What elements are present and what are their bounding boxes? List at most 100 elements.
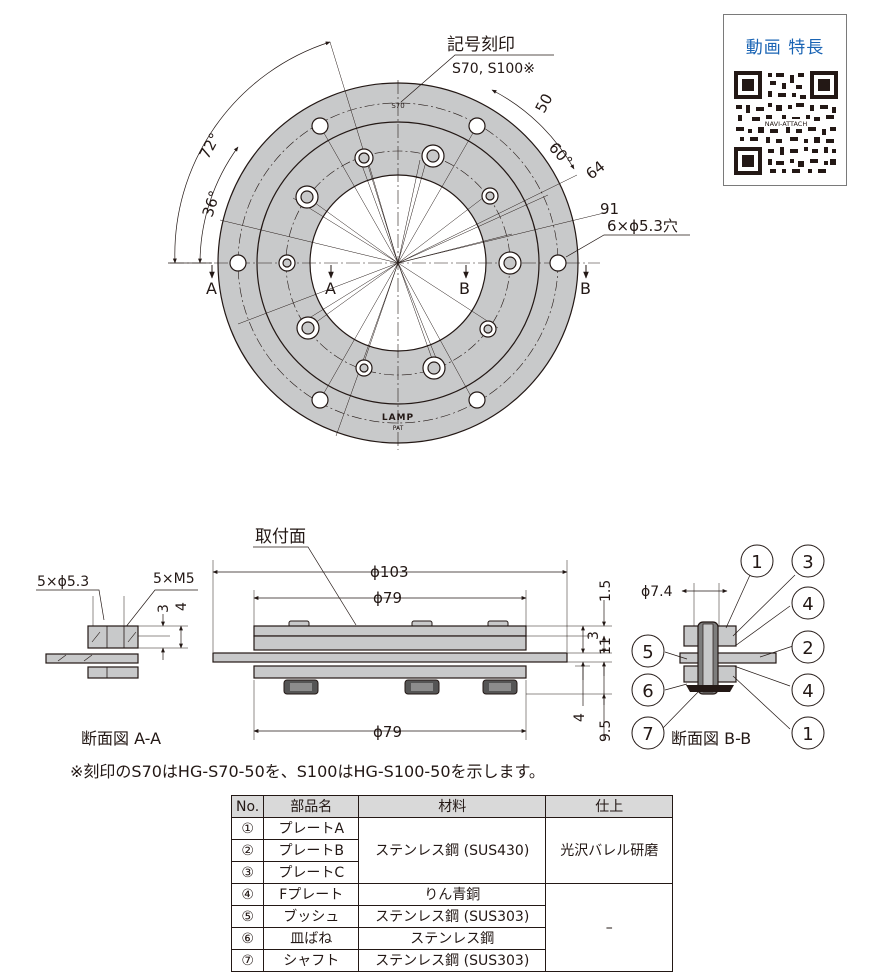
pat-mark: PAT [393, 425, 404, 432]
outer-hole [311, 117, 329, 135]
qr-caption: NAVI-ATTACH [765, 120, 808, 128]
holes-leader [565, 234, 690, 258]
qr-title: 動画 特長 [745, 38, 825, 58]
row-no: ⑥ [230, 927, 265, 950]
middle-plate [212, 652, 568, 663]
callout-1-bottom: 1 [802, 724, 813, 745]
row-name: 皿ばね [263, 927, 360, 950]
row-material: りん青銅 [358, 883, 547, 906]
counterbore-hole [498, 251, 522, 275]
row-material: ステンレス鋼 (SUS303) [358, 905, 547, 928]
bb-leaders [662, 574, 796, 730]
engraving-note: ※刻印のS70はHG-S70-50を、S100はHG-S100-50を示します。 [70, 762, 545, 781]
callout-4-lower: 4 [802, 681, 813, 702]
table-row: ⑦ シャフト ステンレス鋼 (SUS303) [230, 949, 673, 972]
section-a-inner: A [325, 279, 336, 298]
dim-9-5: 9.5 [598, 720, 614, 742]
callout-6: 6 [642, 681, 653, 702]
row-material: ステンレス鋼 (SUS303) [358, 949, 547, 972]
counterbore-hole [479, 320, 497, 338]
angle-72-label: 72° [196, 130, 224, 162]
dim-50: 50 [532, 91, 557, 116]
counterbore-hole [354, 148, 374, 168]
counterbore-hole [481, 187, 499, 205]
row-name: Fプレート [263, 883, 360, 906]
callout-circles [631, 544, 825, 750]
aa-dim-3: 3 [156, 604, 172, 613]
outer-hole [229, 254, 247, 272]
angle-36-arc [198, 146, 239, 264]
outer-hole [468, 391, 486, 409]
engrave-label: 記号刻印 [447, 35, 515, 55]
row-material: ステンレス鋼 [358, 927, 547, 950]
dim-64: 64 [582, 157, 608, 183]
aa-holes-label: 5×ϕ5.3 [37, 574, 89, 590]
section-a-left: A [206, 279, 217, 298]
callout-3: 3 [802, 552, 813, 573]
bb-dia-label: ϕ7.4 [641, 584, 673, 600]
callout-2: 2 [802, 638, 813, 659]
dim-91: 91 [600, 200, 619, 218]
callout-5: 5 [642, 642, 653, 663]
row-no: ④ [230, 883, 265, 906]
engrave-leader [400, 54, 554, 103]
bottom-nuts [283, 679, 518, 695]
dia-79-bottom-label: ϕ79 [373, 723, 402, 741]
bb-caption: 断面図 B-B [671, 729, 751, 748]
section-b-inner: B [459, 279, 470, 298]
top-plate [253, 625, 527, 637]
row-name: ブッシュ [263, 905, 360, 928]
table-row: ④ Fプレート りん青銅 – [230, 883, 674, 972]
lamp-logo: LAMP [382, 413, 414, 423]
row-finish: – [545, 883, 674, 972]
header-finish: 仕上 [545, 795, 674, 818]
row-no: ⑦ [230, 949, 265, 972]
outer-hole [468, 117, 486, 135]
row-name: プレートC [263, 861, 360, 884]
section-aa: 5×ϕ5.3 5×M5 3 4 断面図 A-A [36, 571, 198, 748]
dim-1-5: 1.5 [598, 580, 614, 602]
table-row: ① プレートA ステンレス鋼 (SUS430) 光沢バレル研磨 [230, 817, 674, 884]
parts-table: No. 部品名 材料 仕上 ① プレートA ステンレス鋼 (SUS430) 光沢… [230, 795, 674, 972]
dim-4: 4 [572, 713, 588, 722]
video-feature-qr-panel[interactable]: 動画 特長 NAVI-ATTACH [723, 14, 847, 186]
callout-1-top: 1 [751, 552, 762, 573]
row-name: プレートB [263, 839, 360, 862]
table-row: ② プレートB [230, 839, 673, 862]
bottom-plate [253, 665, 527, 679]
table-row: ⑥ 皿ばね ステンレス鋼 [230, 927, 673, 950]
section-bb: ϕ7.4 1 [631, 544, 825, 750]
dia-79-top-label: ϕ79 [373, 589, 402, 607]
angle-72-arc [172, 41, 331, 264]
row-no: ② [230, 839, 265, 862]
row-name: プレートA [263, 817, 360, 840]
row-no: ① [230, 817, 265, 840]
mount-face-label: 取付面 [255, 527, 306, 547]
header-material: 材料 [358, 795, 547, 818]
aa-taps-label: 5×M5 [153, 571, 195, 587]
dim-11: 11 [598, 637, 614, 655]
section-b-right: B [580, 279, 591, 298]
aa-dim-4: 4 [174, 602, 190, 611]
outer-hole [549, 254, 567, 272]
callout-4-upper: 4 [802, 594, 813, 615]
counterbore-hole [278, 254, 296, 272]
dim-3: 3 [586, 631, 602, 640]
counterbore-hole [422, 356, 446, 380]
plan-view: S70 LAMP PAT 72° 36° 60° 記号刻印 S70, S100※… [168, 35, 690, 450]
section-marks [209, 265, 589, 279]
holes-label: 6×ϕ5.3穴 [607, 217, 678, 235]
counterbore-hole [296, 316, 320, 340]
row-no: ⑤ [230, 905, 265, 928]
callout-7: 7 [642, 724, 653, 745]
counterbore-hole [295, 185, 319, 209]
header-part-name: 部品名 [263, 795, 360, 818]
aa-caption: 断面図 A-A [81, 729, 161, 748]
counterbore-hole [355, 359, 373, 377]
qr-code-icon[interactable]: NAVI-ATTACH [734, 71, 838, 175]
header-no: No. [230, 795, 265, 818]
outer-hole [311, 391, 329, 409]
angle-36-label: 36° [199, 188, 224, 219]
row-finish: 光沢バレル研磨 [545, 817, 674, 884]
